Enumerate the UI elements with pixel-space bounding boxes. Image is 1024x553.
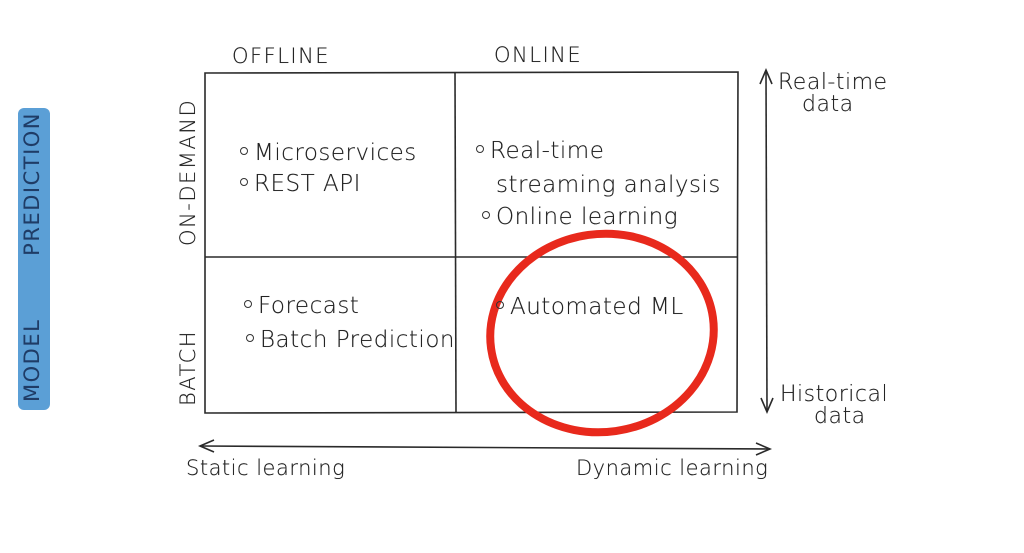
column-header-online: ONLINE xyxy=(494,43,583,67)
highlight-circle xyxy=(486,229,718,437)
right-axis-top-line1: Real-time xyxy=(778,70,888,95)
right-axis-top-line2: data xyxy=(802,92,854,117)
bullet-icon xyxy=(244,299,252,308)
time-axis-arrow-down xyxy=(760,397,774,415)
list-item: REST API xyxy=(240,171,361,197)
time-axis-line xyxy=(765,71,768,411)
cell-text-forecast: Forecast xyxy=(258,293,360,319)
right-axis-bottom-label: Historical data xyxy=(780,384,888,428)
bullet-icon xyxy=(496,300,504,309)
bullet-icon xyxy=(246,333,254,342)
row-header-batch: BATCH xyxy=(176,329,200,406)
list-item: Batch Prediction xyxy=(246,327,455,353)
bottom-axis-left-label: Static learning xyxy=(186,456,346,480)
column-header-offline: OFFLINE xyxy=(232,44,331,68)
right-axis-top-label: Real-time data xyxy=(778,72,888,116)
list-item: Forecast xyxy=(244,293,359,319)
cell-text-online-learning: Online learning xyxy=(496,204,679,230)
bullet-icon xyxy=(482,210,490,219)
learning-axis-arrow-right xyxy=(755,442,773,456)
bottom-axis-right-label: Dynamic learning xyxy=(576,456,769,480)
bullet-icon xyxy=(240,177,248,186)
cell-text-real-time: Real-time xyxy=(490,138,605,164)
list-item-continuation: streaming analysis xyxy=(496,172,721,198)
cell-text-streaming-analysis: streaming analysis xyxy=(496,172,721,198)
list-item: Real-time xyxy=(476,138,604,164)
time-axis-arrow-up xyxy=(759,67,773,85)
bullet-icon xyxy=(476,144,484,153)
list-item: Microservices xyxy=(240,140,417,166)
row-header-on-demand: ON-DEMAND xyxy=(176,98,200,246)
cell-text-rest-api: REST API xyxy=(254,171,361,197)
grid-vertical-divider xyxy=(454,72,457,413)
cell-text-automated-ml: Automated ML xyxy=(510,294,684,320)
learning-axis-line xyxy=(199,445,771,450)
cell-text-batch-prediction: Batch Prediction xyxy=(260,327,455,353)
bullet-icon xyxy=(240,146,248,155)
list-item: Online learning xyxy=(482,204,678,230)
grid-outer-box xyxy=(204,71,739,414)
right-axis-bottom-line1: Historical xyxy=(780,382,889,407)
model-prediction-badge xyxy=(18,108,50,410)
list-item: Automated ML xyxy=(496,294,684,320)
right-axis-bottom-line2: data xyxy=(814,404,866,429)
cell-text-microservices: Microservices xyxy=(254,140,417,166)
learning-axis-arrow-left xyxy=(197,439,215,453)
